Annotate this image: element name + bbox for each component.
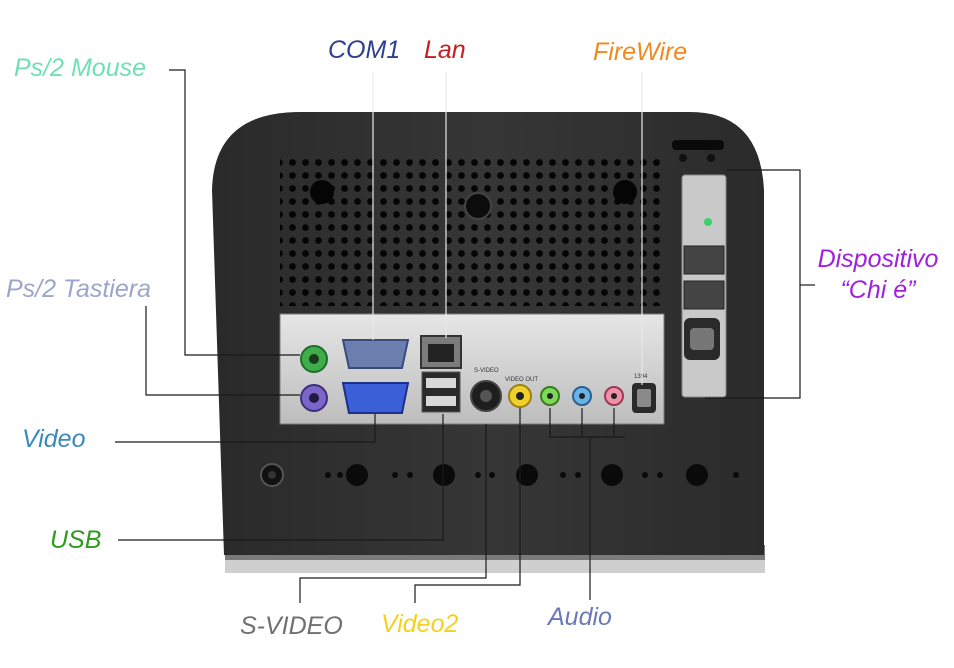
lan-label: Lan xyxy=(424,36,466,64)
dispositivo-label-line1: Dispositivo xyxy=(817,245,939,273)
ps2-mouse-label: Ps/2 Mouse xyxy=(14,54,147,82)
vent-grille xyxy=(280,158,660,306)
com1-label: COM1 xyxy=(328,36,401,64)
ps2-mouse-leader xyxy=(169,69,300,356)
svideo-label: S-VIDEO xyxy=(240,612,343,640)
svideo-leader xyxy=(299,424,487,603)
firewire-label: FireWire xyxy=(593,38,688,66)
ps2-keyboard-leader xyxy=(145,306,300,396)
io-shield: S-VIDEO VIDEO OUT 1394 xyxy=(279,313,665,425)
chi-e-leader xyxy=(705,169,801,399)
audio-label: Audio xyxy=(548,603,612,631)
com1-port xyxy=(341,339,410,369)
svideo-marking: S-VIDEO xyxy=(474,368,499,374)
status-slot xyxy=(672,140,724,162)
leader-lines xyxy=(115,69,815,603)
video2-leader xyxy=(414,408,521,603)
video-out-marking: VIDEO OUT xyxy=(505,377,538,383)
video-label: Video xyxy=(22,425,86,453)
chi-e-device-bracket xyxy=(681,174,727,398)
usb-leader xyxy=(118,414,444,541)
video2-label: Video2 xyxy=(381,610,459,638)
dispositivo-label: Dispositivo “Chi é” xyxy=(808,244,948,307)
dispositivo-label-line2: “Chi é” xyxy=(840,276,916,305)
video-leader xyxy=(115,414,376,443)
ps2-keyboard-label: Ps/2 Tastiera xyxy=(6,275,151,303)
usb-label: USB xyxy=(50,526,102,554)
vga-port xyxy=(341,382,410,414)
lower-panel xyxy=(260,463,739,487)
firewire-marking: 1394 xyxy=(634,374,648,380)
